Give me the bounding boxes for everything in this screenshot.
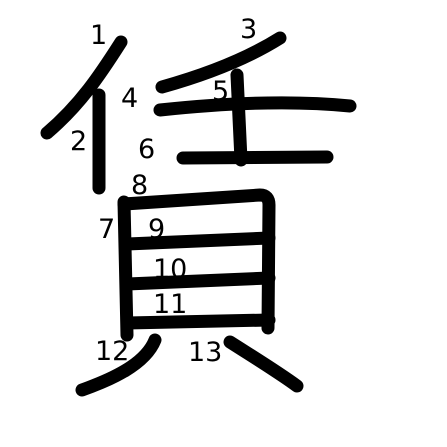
stroke-11	[120, 313, 276, 330]
character-strokes	[40, 31, 357, 397]
stroke-3	[155, 31, 287, 94]
stroke-number-3: 3	[240, 14, 257, 45]
stroke-number-13: 13	[188, 337, 222, 368]
stroke-9	[120, 231, 276, 251]
stroke-1	[40, 35, 128, 140]
stroke-12	[75, 333, 162, 397]
stroke-number-9: 9	[148, 214, 165, 245]
stroke-4	[153, 96, 357, 117]
stroke-6	[176, 150, 334, 165]
stroke-10	[120, 271, 276, 291]
stroke-8	[117, 188, 276, 335]
stroke-number-11: 11	[153, 289, 187, 320]
stroke-number-7: 7	[98, 214, 115, 245]
stroke-number-12: 12	[95, 336, 129, 367]
stroke-number-4: 4	[121, 83, 138, 114]
stroke-number-labels: 1 2 3 4 5 6 7 8 9 10 11 12 13	[70, 14, 257, 368]
stroke-number-10: 10	[153, 254, 187, 285]
stroke-number-6: 6	[138, 134, 155, 165]
stroke-number-8: 8	[131, 170, 148, 201]
stroke-number-1: 1	[90, 20, 107, 51]
stroke-number-5: 5	[212, 76, 229, 107]
stroke-number-2: 2	[70, 126, 87, 157]
stroke-5	[230, 68, 248, 167]
stroke-13	[223, 335, 304, 393]
stroke-7	[117, 195, 134, 342]
